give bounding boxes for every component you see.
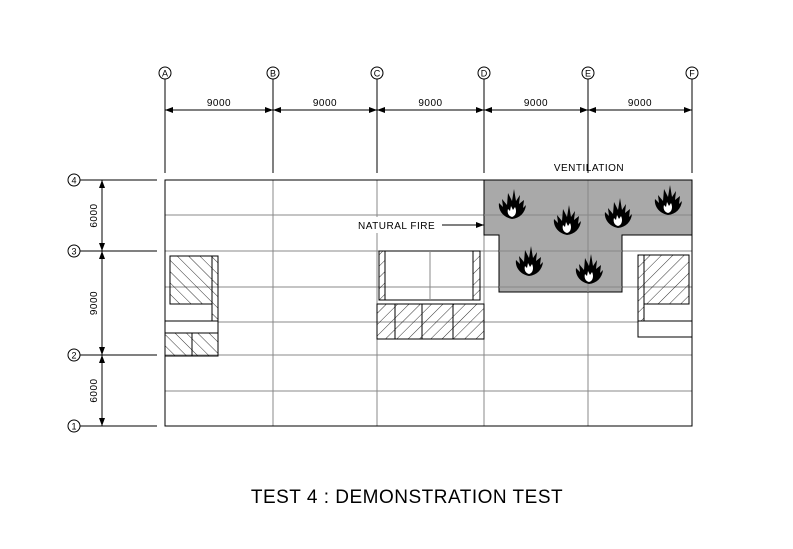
axis-label: E [585, 69, 591, 79]
column-axis: E [581, 66, 595, 173]
axis-label: 4 [71, 176, 76, 186]
column-axes: A B C D E F 9000 9000 9000 9000 9000 [158, 66, 699, 173]
dimension-label: 9000 [628, 98, 652, 109]
axis-label: A [162, 69, 168, 79]
row-axis: 1 [67, 419, 157, 433]
axis-label: B [270, 69, 276, 79]
column-axis: A [158, 66, 172, 173]
column-axis: C [370, 66, 384, 173]
dimension-label: 9000 [524, 98, 548, 109]
column-axis: F [685, 66, 699, 173]
natural-fire-label: NATURAL FIRE [358, 221, 435, 232]
axis-label: C [374, 69, 381, 79]
row-axis: 3 [67, 244, 157, 258]
row-axes: 4 3 2 1 6000 9000 6000 [67, 173, 157, 433]
diagram-title: TEST 4 : DEMONSTRATION TEST [251, 487, 563, 508]
center-structure [376, 250, 485, 340]
right-structure [637, 254, 693, 338]
dimension-label: 9000 [418, 98, 442, 109]
axis-label: 2 [71, 351, 76, 361]
axis-label: D [481, 69, 488, 79]
dimension-label: 6000 [89, 378, 100, 402]
dimension-label: 9000 [89, 291, 100, 315]
row-axis: 2 [67, 348, 157, 362]
ventilation-label: VENTILATION [554, 163, 624, 174]
row-axis: 4 [67, 173, 157, 187]
axis-label: 3 [71, 247, 76, 257]
left-structure [164, 255, 219, 357]
axis-label: 1 [71, 422, 76, 432]
axis-label: F [689, 69, 695, 79]
dimension-label: 9000 [207, 98, 231, 109]
column-axis: D [477, 66, 491, 173]
dimension-label: 9000 [313, 98, 337, 109]
dimension-label: 6000 [89, 203, 100, 227]
building-outline [164, 179, 693, 427]
column-axis: B [266, 66, 280, 173]
